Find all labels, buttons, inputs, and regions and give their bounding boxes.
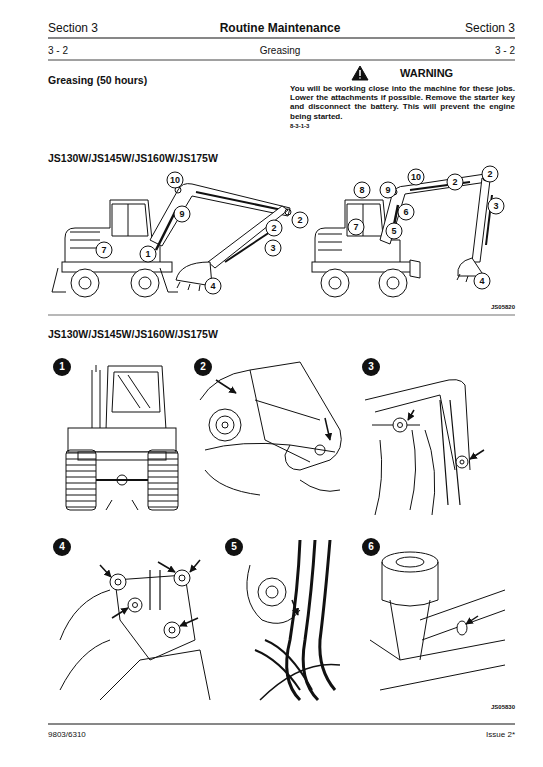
panel-number: 6 xyxy=(362,538,380,556)
callout-number: 9 xyxy=(380,182,397,199)
callout-number: 9 xyxy=(174,206,191,223)
document-number: 9803/6310 xyxy=(48,730,86,739)
page-number: 3 - 2 xyxy=(48,45,68,57)
panel-number: 5 xyxy=(225,538,243,556)
section-heading: Greasing (50 hours) xyxy=(48,74,147,86)
callout-number: 3 xyxy=(488,198,505,215)
warning-text: You will be working close into the machi… xyxy=(290,84,515,121)
callout-number: 7 xyxy=(348,219,365,236)
callout-number: 7 xyxy=(96,242,113,259)
warning-title: WARNING xyxy=(400,67,453,80)
callout-number: 1 xyxy=(140,246,157,263)
panel-number: 2 xyxy=(194,358,212,376)
callout-number: 10 xyxy=(167,172,184,189)
figure-code: JS05820 xyxy=(491,304,515,311)
callout-number: 2 xyxy=(482,166,499,183)
callout-number: 6 xyxy=(398,204,415,221)
callout-number: 3 xyxy=(265,240,282,257)
panel-number: 3 xyxy=(362,358,380,376)
reference-code: 8-3-1-3 xyxy=(290,123,309,130)
header-text: Section 3 xyxy=(465,22,515,36)
page-number: 3 - 2 xyxy=(495,45,515,57)
callout-number: 2 xyxy=(447,174,464,191)
callout-number: 8 xyxy=(354,182,371,199)
panel-number: 1 xyxy=(53,358,71,376)
subsection-name: Greasing xyxy=(260,45,301,57)
callout-number: 4 xyxy=(205,278,222,295)
model-heading: JS130W/JS145W/JS160W/JS175W xyxy=(48,328,218,340)
header-text: Section 3 xyxy=(48,22,98,36)
callout-number: 2 xyxy=(266,220,283,237)
panel-number: 4 xyxy=(53,538,71,556)
callout-number: 10 xyxy=(408,169,425,186)
callout-number: 5 xyxy=(386,223,403,240)
callout-number: 4 xyxy=(474,273,491,290)
header-title: Routine Maintenance xyxy=(220,22,341,36)
callout-number: 2 xyxy=(292,212,309,229)
figure-code: JS05830 xyxy=(491,704,515,711)
issue-number: Issue 2* xyxy=(486,730,515,739)
model-heading: JS130W/JS145W/JS160W/JS175W xyxy=(48,152,218,164)
